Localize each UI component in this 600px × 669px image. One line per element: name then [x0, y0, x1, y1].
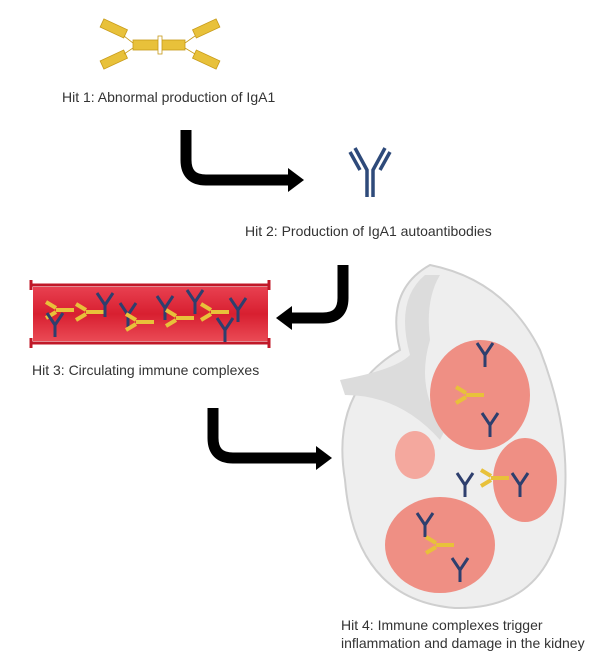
- arrow-2-icon: [276, 265, 349, 330]
- hit-4-label-line1: Hit 4: Immune complexes trigger: [341, 617, 543, 633]
- arrow-3-icon: [207, 408, 332, 470]
- autoantibody-icon: [348, 147, 392, 197]
- blood-vessel-icon: [29, 280, 271, 348]
- hit-2-label: Hit 2: Production of IgA1 autoantibodies: [245, 223, 492, 239]
- hit-1-label: Hit 1: Abnormal production of IgA1: [62, 89, 276, 105]
- arrow-1-icon: [180, 130, 304, 192]
- hit-4-label-line2: inflammation and damage in the kidney: [341, 635, 585, 651]
- hit-3-label: Hit 3: Circulating immune complexes: [32, 362, 260, 378]
- iga1-dimer-icon: [99, 18, 221, 70]
- kidney-icon: [340, 263, 567, 610]
